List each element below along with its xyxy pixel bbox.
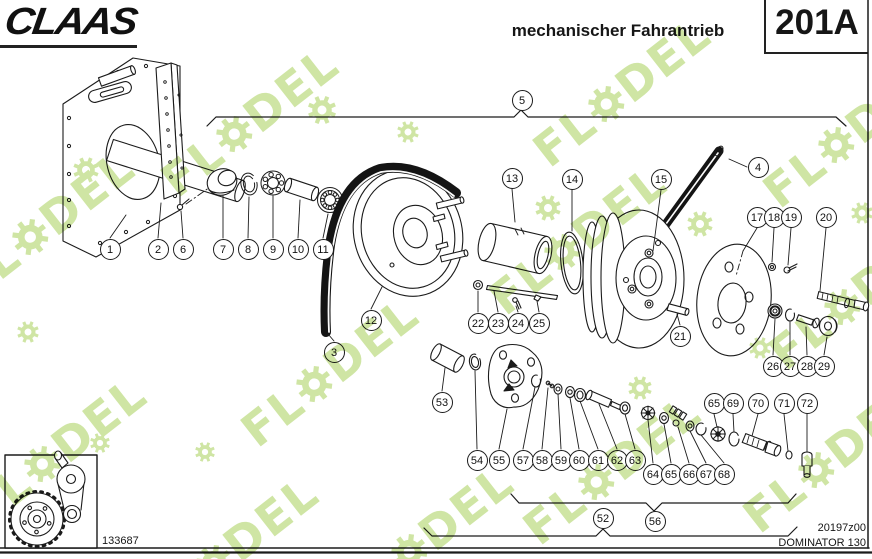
callout-55: 55 bbox=[488, 449, 510, 471]
sheet-code-underline bbox=[764, 52, 868, 54]
callout-6: 6 bbox=[172, 238, 194, 260]
header-divider bbox=[764, 0, 766, 53]
part-cylinder-53 bbox=[430, 343, 465, 373]
callout-56: 56 bbox=[644, 510, 666, 532]
part-circlip-27 bbox=[784, 308, 796, 322]
callout-72: 72 bbox=[796, 392, 818, 414]
part-bearing-26 bbox=[767, 303, 783, 319]
part-cotter-24 bbox=[512, 297, 522, 310]
callout-14: 14 bbox=[561, 168, 583, 190]
callout-53: 53 bbox=[431, 391, 453, 413]
callout-5: 5 bbox=[511, 89, 533, 111]
callout-68: 68 bbox=[713, 463, 735, 485]
callout-22: 22 bbox=[467, 312, 489, 334]
part-washer-18 bbox=[767, 262, 777, 272]
callout-25: 25 bbox=[528, 312, 550, 334]
callout-59: 59 bbox=[550, 449, 572, 471]
part-sleeve bbox=[283, 177, 320, 202]
part-washer-22 bbox=[472, 279, 484, 291]
callout-7: 7 bbox=[212, 238, 234, 260]
callout-65: 65 bbox=[660, 463, 682, 485]
callout-71: 71 bbox=[773, 392, 795, 414]
model-name: DOMINATOR 130 bbox=[778, 537, 866, 549]
part-circlip bbox=[240, 172, 258, 196]
part-screw bbox=[176, 186, 211, 211]
callout-62: 62 bbox=[606, 449, 628, 471]
callout-9: 9 bbox=[262, 238, 284, 260]
callout-27: 27 bbox=[779, 355, 801, 377]
part-row-69-72 bbox=[710, 426, 813, 478]
callout-67: 67 bbox=[695, 463, 717, 485]
part-bolt-28 bbox=[795, 314, 820, 329]
callout-13: 13 bbox=[501, 167, 523, 189]
callout-70: 70 bbox=[747, 392, 769, 414]
callout-54: 54 bbox=[466, 449, 488, 471]
part-pin bbox=[97, 65, 136, 87]
callout-1: 1 bbox=[99, 238, 121, 260]
callout-3: 3 bbox=[323, 341, 345, 363]
callout-20: 20 bbox=[815, 206, 837, 228]
callout-12: 12 bbox=[360, 309, 382, 331]
sheet-code: 201A bbox=[775, 3, 859, 42]
callout-19: 19 bbox=[780, 206, 802, 228]
part-flange-55 bbox=[488, 343, 543, 409]
callout-8: 8 bbox=[237, 238, 259, 260]
part-belt-small bbox=[320, 162, 461, 337]
callout-52: 52 bbox=[592, 507, 614, 529]
callout-58: 58 bbox=[531, 449, 553, 471]
callout-57: 57 bbox=[512, 449, 534, 471]
part-chain-small bbox=[530, 374, 631, 415]
callout-28: 28 bbox=[796, 355, 818, 377]
part-housing bbox=[206, 168, 238, 196]
part-ring-54 bbox=[468, 353, 482, 371]
callout-29: 29 bbox=[813, 355, 835, 377]
page-title: mechanischer Fahrantrieb bbox=[511, 21, 725, 40]
leader-lines bbox=[109, 158, 828, 464]
sheet-number: 133687 bbox=[102, 535, 139, 547]
callout-21: 21 bbox=[669, 325, 691, 347]
callout-61: 61 bbox=[587, 449, 609, 471]
part-variator-pulley bbox=[582, 209, 685, 349]
logo-underline bbox=[0, 45, 137, 48]
part-pulley-hub bbox=[389, 196, 469, 268]
callout-69: 69 bbox=[722, 392, 744, 414]
callout-23: 23 bbox=[487, 312, 509, 334]
part-bearing bbox=[260, 170, 286, 196]
part-pin-21 bbox=[666, 303, 690, 316]
callout-60: 60 bbox=[568, 449, 590, 471]
callout-64: 64 bbox=[642, 463, 664, 485]
part-cover-disc bbox=[696, 243, 772, 357]
machine-inset-thumbnail bbox=[4, 450, 98, 549]
callout-63: 63 bbox=[624, 449, 646, 471]
part-bolt-19 bbox=[783, 263, 798, 274]
callout-65: 65 bbox=[703, 392, 725, 414]
callout-11: 11 bbox=[312, 238, 334, 260]
part-bar bbox=[155, 62, 186, 200]
callout-24: 24 bbox=[507, 312, 529, 334]
callout-15: 15 bbox=[650, 168, 672, 190]
callout-10: 10 bbox=[287, 238, 309, 260]
callout-2: 2 bbox=[147, 238, 169, 260]
drawing-number: 20197z00 bbox=[817, 522, 866, 534]
callout-4: 4 bbox=[747, 156, 769, 178]
part-clip-25 bbox=[533, 294, 542, 302]
